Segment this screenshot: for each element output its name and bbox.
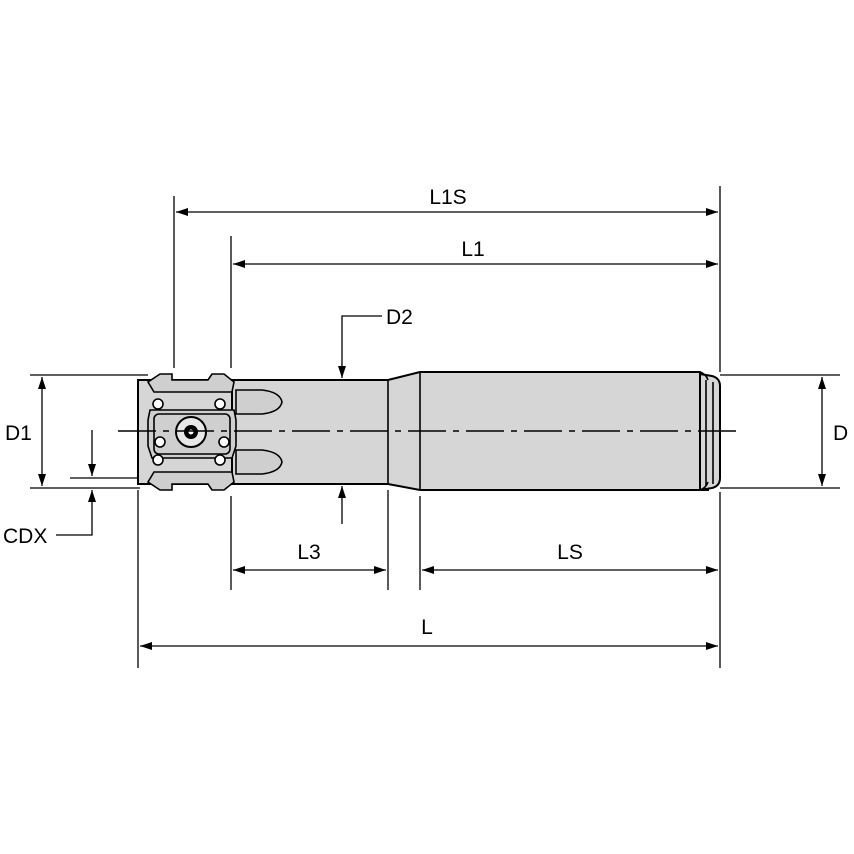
label-d: D xyxy=(833,422,848,445)
label-l1s: L1S xyxy=(429,186,466,209)
clamp-dot-5 xyxy=(154,436,166,448)
label-d2: D2 xyxy=(386,306,413,329)
bottom-flute xyxy=(235,449,283,475)
label-ls: LS xyxy=(557,541,583,564)
clamp-dot-3 xyxy=(152,454,164,466)
label-d1: D1 xyxy=(5,422,32,445)
extension-lines xyxy=(30,186,840,668)
bottom-insert xyxy=(146,471,235,491)
clamp-dot-4 xyxy=(214,454,226,466)
top-flute xyxy=(235,389,283,415)
d2-leader-top xyxy=(338,315,382,378)
dimension-lines xyxy=(38,208,826,650)
screw-socket-center xyxy=(188,429,194,435)
shank-chamfer-top xyxy=(699,371,709,381)
center-insert-edge xyxy=(153,413,231,455)
label-l1: L1 xyxy=(461,238,484,261)
cdx-leader xyxy=(56,490,96,536)
shank-end-ring xyxy=(699,372,721,492)
clamp-dot-2 xyxy=(214,398,226,410)
dimension-labels: L1S L1 D2 D1 D CDX L3 LS L xyxy=(3,186,848,639)
label-l3: L3 xyxy=(297,541,320,564)
label-l: L xyxy=(421,616,433,639)
top-insert xyxy=(146,373,235,393)
shank-chamfer-bottom xyxy=(699,481,709,491)
clamp-dot-6 xyxy=(218,436,230,448)
clamp-dot-1 xyxy=(152,398,164,410)
label-cdx: CDX xyxy=(3,525,47,548)
